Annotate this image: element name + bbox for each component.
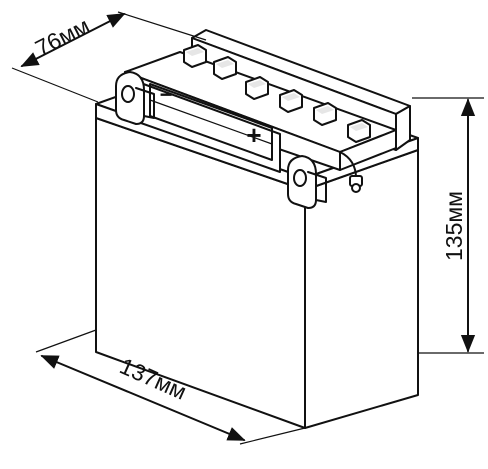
vent-cap	[245, 76, 269, 100]
vent-cap	[313, 102, 337, 126]
vent-tube	[339, 151, 363, 193]
vent-cap	[347, 119, 371, 143]
positive-terminal	[287, 155, 327, 209]
positive-symbol: +	[246, 120, 261, 150]
vent-cap	[183, 44, 207, 68]
negative-terminal	[115, 71, 155, 125]
negative-symbol: −	[160, 82, 173, 107]
height-label: 135мм	[441, 191, 467, 261]
vent-cap	[279, 89, 303, 113]
vent-cap	[213, 56, 237, 80]
vent-caps	[183, 44, 371, 143]
height-dimension: 135мм	[412, 97, 484, 354]
width-label: 76мм	[31, 12, 94, 61]
